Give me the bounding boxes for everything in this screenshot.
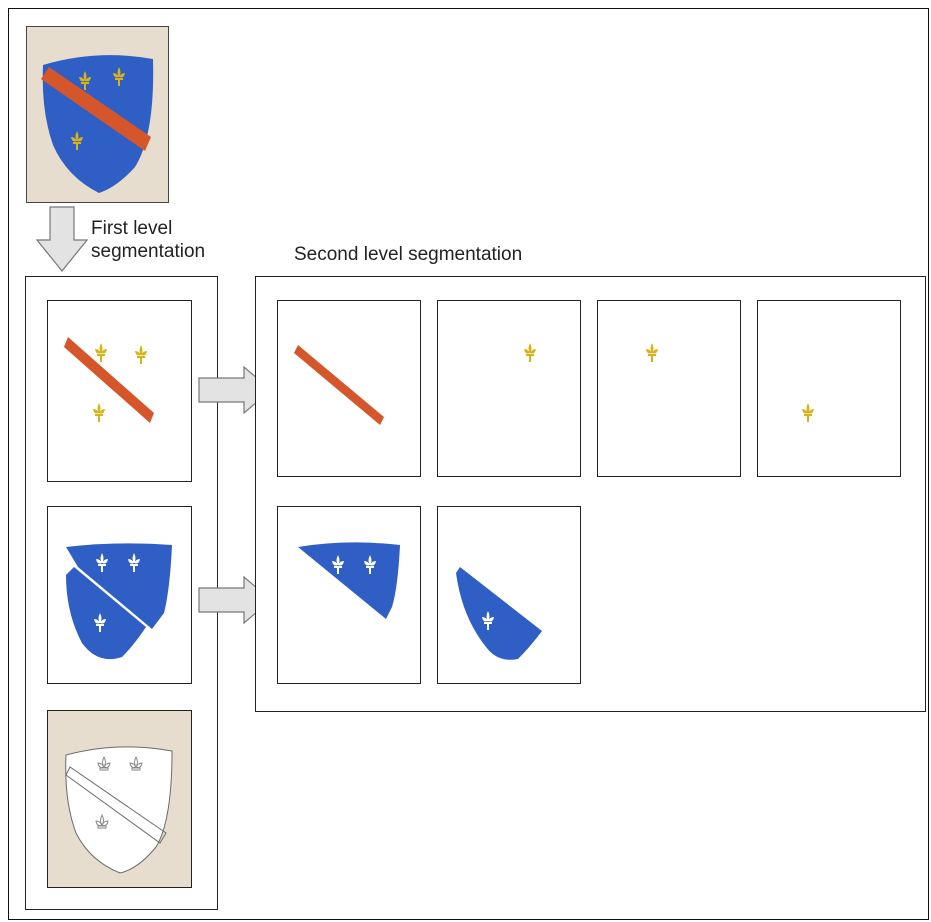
- second-level-lower-field: [437, 506, 581, 684]
- figure-frame: [8, 8, 929, 920]
- outline-background-image: [48, 711, 191, 887]
- original-shield-image: [27, 27, 168, 202]
- fleur-de-lis-icon: [646, 343, 658, 362]
- first-level-bend-and-fleurs: [47, 300, 192, 482]
- fleur-de-lis-icon: [802, 403, 814, 422]
- blue-field-image: [66, 543, 172, 660]
- upper-field-image: [298, 542, 400, 619]
- first-level-outline-background: [47, 710, 192, 888]
- original-coat-of-arms: [26, 26, 169, 203]
- second-level-fleur-1: [437, 300, 581, 477]
- fleur-de-lis-icon: [71, 67, 125, 150]
- fleur-de-lis-icon: [94, 553, 140, 632]
- second-level-fleur-2: [597, 300, 741, 477]
- fleur-de-lis-icon: [95, 755, 143, 829]
- second-level-fleur-3: [757, 300, 901, 477]
- bend-image: [294, 345, 384, 425]
- first-level-label-line2: segmentation: [91, 241, 206, 262]
- fleur-de-lis-icon: [93, 343, 147, 422]
- bend-and-fleurs-image: [64, 337, 154, 423]
- fleur-de-lis-icon: [332, 555, 376, 574]
- second-level-bend: [277, 300, 421, 477]
- second-level-label: Second level segmentation: [294, 244, 523, 265]
- fleur-de-lis-icon: [482, 611, 494, 630]
- down-arrow-icon: [36, 206, 88, 272]
- fleur-de-lis-icon: [524, 343, 536, 362]
- lower-field-image: [456, 567, 542, 660]
- first-level-blue-field: [47, 506, 192, 684]
- first-level-label: First level segmentation: [91, 217, 205, 263]
- second-level-upper-field: [277, 506, 421, 684]
- first-level-label-line1: First level: [91, 218, 173, 239]
